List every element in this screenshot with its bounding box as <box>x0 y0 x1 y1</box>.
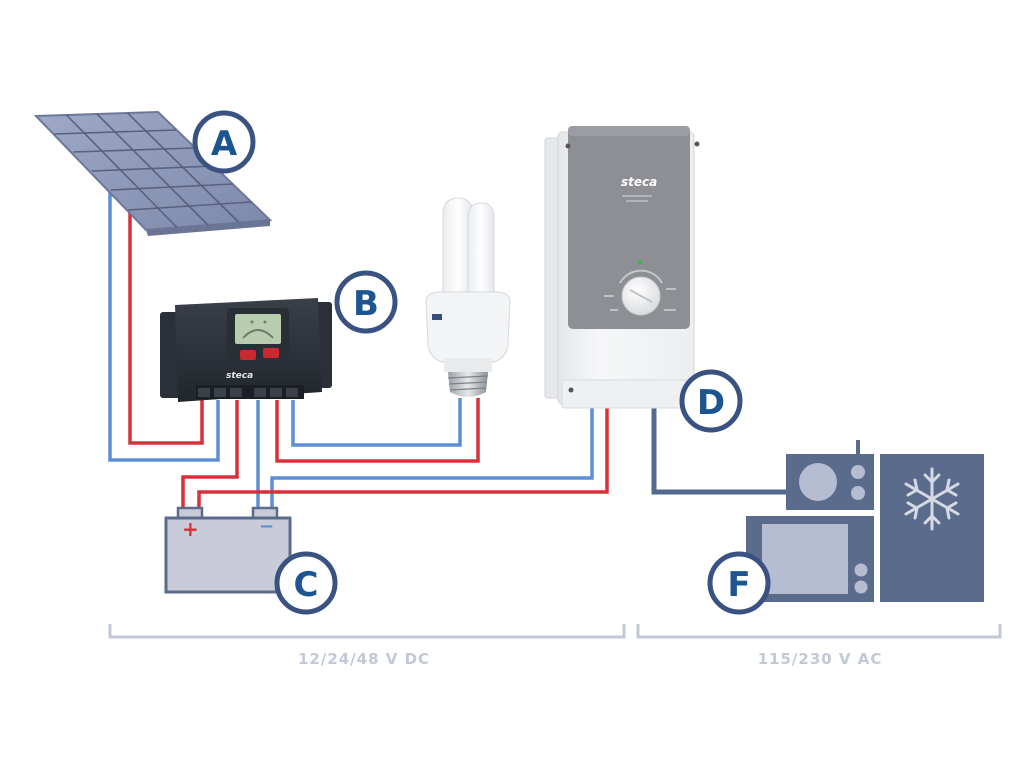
label-f: F <box>707 551 771 615</box>
svg-text:A: A <box>211 124 238 164</box>
ac-appliances <box>746 440 984 602</box>
battery-positive-terminal: + <box>182 517 199 541</box>
radio-speaker <box>799 463 837 501</box>
radio <box>786 440 874 510</box>
svg-text:D: D <box>697 383 725 423</box>
label-b: B <box>334 270 398 334</box>
wire-ac-output <box>651 405 790 495</box>
refrigerator <box>880 454 984 602</box>
label-a: A <box>192 110 256 174</box>
inverter-led <box>637 259 643 265</box>
inverter-brand: steca <box>621 175 657 189</box>
wiring <box>108 190 790 516</box>
wire-panel-positive <box>128 210 204 445</box>
label-c: C <box>274 551 338 615</box>
wire-inverter-battery-negative <box>270 405 594 516</box>
battery: + − <box>164 506 292 594</box>
ac-voltage-label: 115/230 V AC <box>758 650 883 668</box>
charge-controller: steca <box>160 298 332 402</box>
solar-panel <box>33 110 273 236</box>
snowflake-icon <box>904 467 960 531</box>
dc-bracket: 12/24/48 V DC <box>108 624 626 668</box>
controller-brand: steca <box>226 371 253 381</box>
wire-inverter-battery-positive <box>197 405 609 516</box>
controller-button-right <box>263 348 279 358</box>
svg-text:F: F <box>727 565 750 605</box>
ac-bracket: 115/230 V AC <box>636 624 1002 668</box>
tv-screen <box>762 524 848 594</box>
cfl-bulb <box>425 197 511 397</box>
svg-text:C: C <box>294 565 319 605</box>
wire-panel-negative <box>108 190 220 462</box>
wire-controller-load-negative <box>291 398 462 447</box>
inverter: steca <box>544 126 700 409</box>
dc-voltage-label: 12/24/48 V DC <box>298 650 430 668</box>
wire-controller-battery-positive <box>181 400 239 516</box>
controller-button-left <box>240 350 256 360</box>
label-d: D <box>679 369 743 433</box>
svg-text:B: B <box>353 284 379 324</box>
wire-controller-load-positive <box>275 398 480 463</box>
television <box>746 516 874 602</box>
battery-negative-terminal: − <box>259 516 274 537</box>
